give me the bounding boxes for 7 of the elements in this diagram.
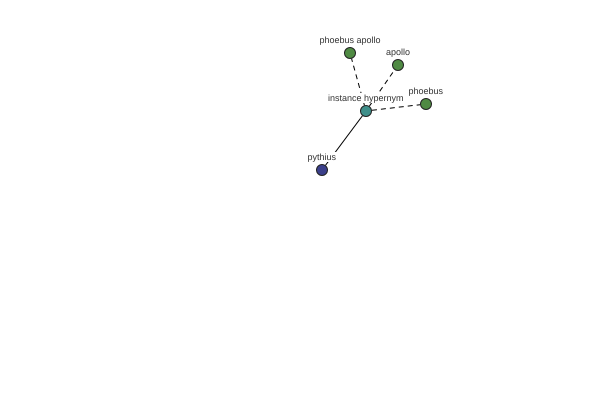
dashed-connector <box>371 104 421 111</box>
node-label: pythius <box>306 152 338 162</box>
node-label: phoebus <box>408 86 444 96</box>
dashed-connector <box>351 58 365 106</box>
node-label: phoebus apollo <box>318 35 382 45</box>
node-label: instance hypernym <box>327 93 405 103</box>
node-label: apollo <box>385 47 412 57</box>
